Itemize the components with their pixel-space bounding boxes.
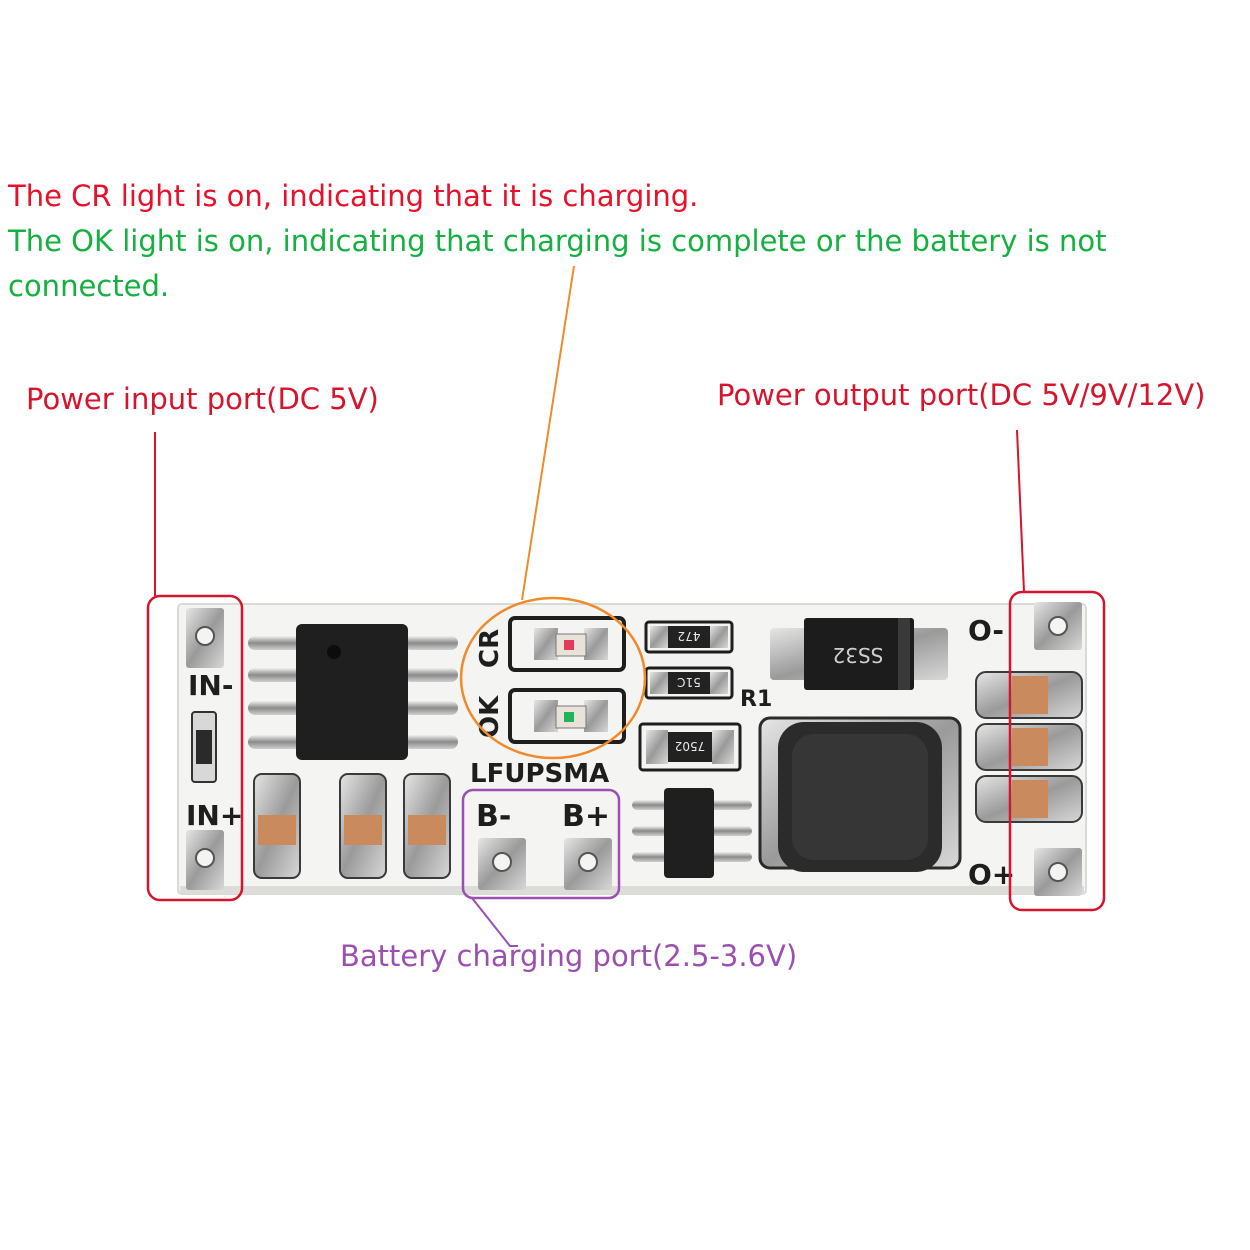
svg-text:SS32: SS32: [833, 643, 884, 667]
sop8-chip: [248, 624, 458, 760]
input-port-highlight: [146, 594, 244, 902]
output-port-highlight: [1008, 590, 1106, 912]
label-in-minus: IN-: [188, 669, 233, 702]
battery-port-highlight: [461, 788, 621, 900]
label-model: LFUPSMA: [470, 759, 609, 789]
resistor-bottom: 7502: [638, 722, 742, 772]
pcb-edge-shadow: [180, 886, 1084, 894]
input-hole-top: [195, 626, 215, 646]
label-b-minus: B-: [476, 799, 511, 834]
output-pad-minus: [1034, 602, 1082, 650]
svg-text:51C: 51C: [677, 675, 701, 689]
capacitor-left-2: [339, 773, 387, 879]
label-r1: R1: [740, 687, 772, 712]
led-callout-circle: [459, 596, 647, 760]
output-capacitor-3: [975, 775, 1083, 823]
resistor-middle: 51C: [644, 666, 734, 700]
ok-light-note-line1: The OK light is on, indicating that char…: [8, 224, 1107, 258]
power-output-port-label: Power output port(DC 5V/9V/12V): [717, 378, 1206, 412]
output-capacitor-1: [975, 671, 1083, 719]
inductor: [758, 716, 962, 872]
label-o-minus: O-: [968, 614, 1004, 647]
output-pad-plus: [1034, 848, 1082, 896]
output-capacitor-2: [975, 723, 1083, 771]
led-callout-leader: [521, 265, 575, 601]
battery-pad-plus: [564, 838, 612, 890]
svg-text:7502: 7502: [675, 739, 706, 753]
capacitor-left-1: [253, 773, 301, 879]
resistor-top: 472: [644, 620, 734, 654]
capacitor-left-3: [403, 773, 451, 879]
led-cr: [508, 616, 626, 672]
label-o-plus: O+: [968, 858, 1015, 891]
cr-light-note: The CR light is on, indicating that it i…: [8, 179, 699, 213]
input-smd-body: [196, 730, 212, 764]
led-ok: [508, 688, 626, 744]
label-b-plus: B+: [562, 799, 610, 834]
ok-light-note-line2: connected.: [8, 269, 170, 303]
battery-charging-port-label: Battery charging port(2.5-3.6V): [340, 939, 798, 973]
output-port-leader: [1016, 429, 1025, 593]
label-ok: OK: [475, 695, 505, 738]
diode-ss32: SS32: [770, 618, 948, 690]
battery-pad-minus: [478, 838, 526, 890]
input-hole-bottom: [195, 848, 215, 868]
label-cr: CR: [475, 629, 505, 668]
svg-text:472: 472: [678, 629, 701, 643]
battery-port-leader: [471, 897, 518, 947]
sot-chip: [632, 788, 752, 878]
label-in-plus: IN+: [186, 799, 243, 832]
power-input-port-label: Power input port(DC 5V): [26, 382, 379, 416]
